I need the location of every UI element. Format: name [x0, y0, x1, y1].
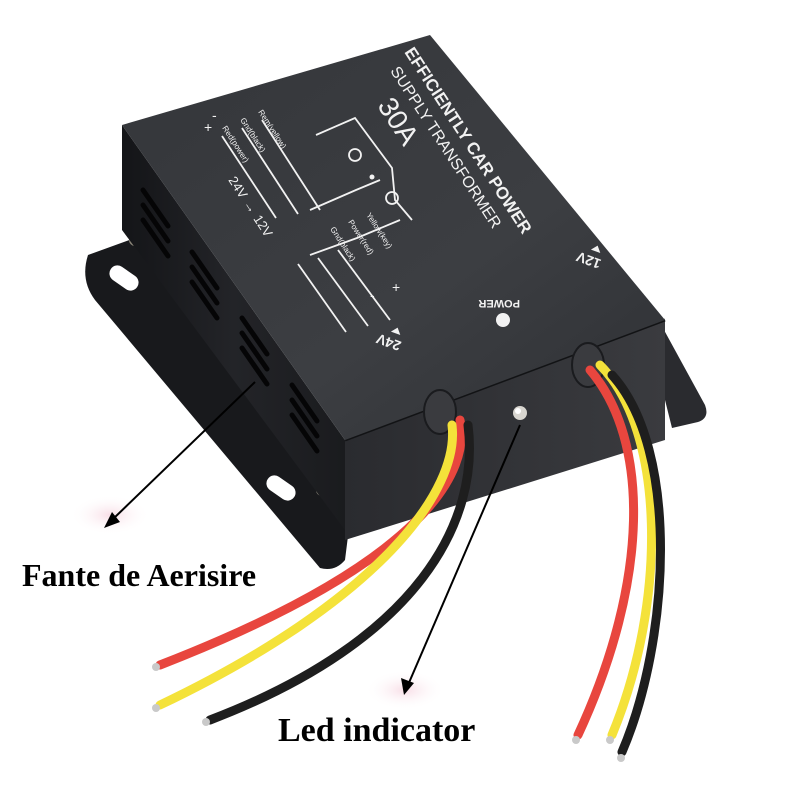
wire-tips [152, 663, 625, 762]
vent-annotation-label: Fante de Aerisire [22, 557, 257, 593]
led-arrow-icon [401, 424, 521, 695]
led-indicator-icon [513, 406, 527, 420]
right-wire-bundle [573, 360, 665, 757]
wiring-diagram [221, 116, 413, 333]
power-dot-icon [496, 313, 510, 327]
right-mounting-flange [660, 330, 707, 428]
pin-out-minus: - [370, 287, 375, 303]
side-panel [122, 125, 345, 530]
vent-arrow-icon [104, 381, 256, 528]
pin-in-plus: + [204, 119, 212, 135]
mounting-slot-bottom [266, 475, 296, 501]
power-label: POWER [478, 297, 520, 309]
top-panel [122, 35, 665, 440]
pin-in-minus: - [212, 107, 217, 123]
pin-out-plus: + [392, 279, 400, 295]
left-wire-bundle [155, 415, 474, 725]
vent-slots [140, 187, 320, 454]
mounting-slot-top [109, 265, 139, 291]
led-annotation-label: Led indicator [278, 712, 476, 749]
